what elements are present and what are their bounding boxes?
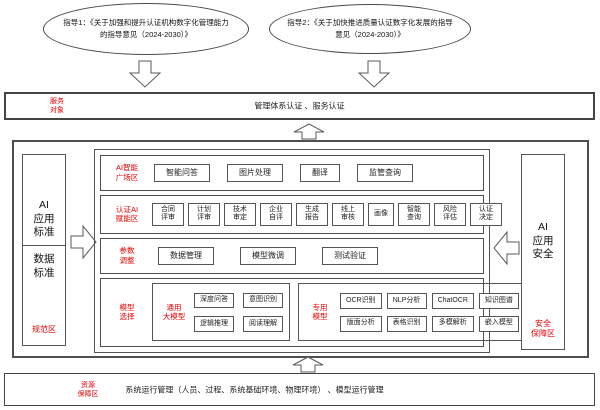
security-zone-label: 安全 保障区 (531, 319, 555, 338)
specification-zone-label: 规范区 (32, 325, 56, 334)
feature-chip: 图片处理 (227, 163, 283, 182)
guide-ellipse-2: 指导2：《关于加快推进质量认证数字化发展的指导意见（2024-2030）》 (269, 4, 471, 54)
model-chip: 表格识别 (386, 315, 427, 332)
row-label: AI智能 广场区 (115, 163, 139, 182)
feature-chip: 技术 审定 (224, 202, 256, 227)
guide-ellipse-1: 指导1：《关于加强和提升认证机构数字化管理能力的指导意见（2024-2030）》 (43, 3, 249, 55)
model-chip: OCR识别 (340, 293, 382, 309)
feature-chip: 模型微调 (240, 246, 296, 265)
model-chip: 知识图谱 (478, 293, 519, 309)
standards-column: AI 应用 标准 数据 标准 规范区 (22, 154, 66, 346)
divider (23, 244, 65, 246)
row-label: 认证AI 赋能区 (115, 204, 139, 224)
down-arrow-icon (128, 60, 162, 88)
row-label: 模型 选择 (119, 302, 135, 322)
data-standard-label: 数据 标准 (33, 252, 55, 279)
model-chip: 嵌入模型 (478, 315, 519, 332)
left-arrow-icon (493, 230, 520, 266)
row-model-selection: 模型 选择 通用 大模型 深度问答 意图识别 逻辑推理 阅读理解 专用 模型 O… (100, 277, 526, 347)
feature-chip: 翻译 (300, 163, 340, 182)
up-arrow-icon (293, 123, 325, 140)
feature-chip: 智能 查询 (398, 202, 430, 227)
feature-chip: 线上 审核 (332, 202, 364, 227)
model-chip: NLP分析 (386, 293, 427, 309)
down-arrow-icon (357, 60, 391, 88)
group-label: 通用 大模型 (162, 302, 186, 322)
ai-application-standard-label: AI 应用 标准 (33, 199, 55, 239)
resource-band: 资源 保障区 系统运行管理（人员、过程、系统基础环境、物理环境） 、模型运行管理 (4, 373, 595, 406)
feature-chip: 画像 (368, 202, 394, 227)
feature-chip: 合同 评审 (152, 202, 184, 227)
feature-chip: 认证 决定 (470, 202, 502, 227)
feature-chip: 生成 报告 (296, 202, 328, 227)
group-items: OCR识别 NLP分析 ChatOCR 知识图谱 版面分析 表格识别 多模解析 … (340, 293, 519, 332)
feature-chip: 监管查询 (357, 163, 413, 182)
feature-chip: 测试验证 (322, 246, 378, 265)
model-chip: ChatOCR (431, 293, 474, 309)
security-column: AI 应用 安全 安全 保障区 (521, 154, 565, 350)
resource-band-label: 资源 保障区 (77, 381, 99, 398)
group-label: 专用 模型 (312, 302, 328, 322)
platform-container: AI 应用 标准 数据 标准 规范区 AI智能 广场区 智能问答 图片处理 翻译… (12, 140, 589, 358)
service-band-content: 管理体系认证 、服务认证 (254, 101, 345, 111)
model-chip: 版面分析 (340, 315, 382, 332)
row-items: 合同 评审 计划 评审 技术 审定 企业 自评 生成 报告 线上 审核 画像 智… (152, 202, 502, 227)
general-model-group: 通用 大模型 深度问答 意图识别 逻辑推理 阅读理解 (152, 283, 290, 342)
right-arrow-icon (70, 224, 97, 260)
service-band: 服务 对象 管理体系认证 、服务认证 (4, 92, 595, 120)
special-model-group: 专用 模型 OCR识别 NLP分析 ChatOCR 知识图谱 版面分析 表格识别… (298, 283, 526, 342)
feature-chip: 风险 评估 (434, 202, 466, 227)
row-items: 数据管理 模型微调 测试验证 (158, 246, 378, 265)
row-items: 智能问答 图片处理 翻译 监管查询 (154, 163, 413, 182)
model-chip: 意图识别 (243, 292, 283, 309)
feature-chip: 计划 评审 (188, 202, 220, 227)
model-chip: 逻辑推理 (194, 316, 234, 333)
model-chip: 多模解析 (431, 315, 474, 332)
group-items: 深度问答 意图识别 逻辑推理 阅读理解 (194, 292, 283, 333)
feature-chip: 数据管理 (158, 246, 214, 265)
model-chip: 阅读理解 (243, 316, 283, 333)
guide-2-text: 指导2：《关于加快推进质量认证数字化发展的指导意见（2024-2030）》 (287, 18, 453, 39)
model-chip: 深度问答 (194, 292, 234, 309)
ai-application-security-label: AI 应用 安全 (532, 221, 554, 261)
service-band-label: 服务 对象 (50, 97, 64, 114)
row-parameter-tuning: 参数 调整 数据管理 模型微调 测试验证 (100, 238, 484, 274)
row-certification-empowerment: 认证AI 赋能区 合同 评审 计划 评审 技术 审定 企业 自评 生成 报告 线… (100, 194, 502, 235)
row-ai-plaza: AI智能 广场区 智能问答 图片处理 翻译 监管查询 (100, 155, 484, 191)
guide-1-text: 指导1：《关于加强和提升认证机构数字化管理能力的指导意见（2024-2030）》 (63, 18, 229, 39)
feature-chip: 智能问答 (154, 163, 210, 182)
row-label: 参数 调整 (119, 246, 135, 265)
resource-band-content: 系统运行管理（人员、过程、系统基础环境、物理环境） 、模型运行管理 (125, 385, 384, 394)
feature-chip: 企业 自评 (260, 202, 292, 227)
up-arrow-icon (292, 356, 324, 373)
function-area: AI智能 广场区 智能问答 图片处理 翻译 监管查询 认证AI 赋能区 合同 评… (94, 149, 526, 353)
